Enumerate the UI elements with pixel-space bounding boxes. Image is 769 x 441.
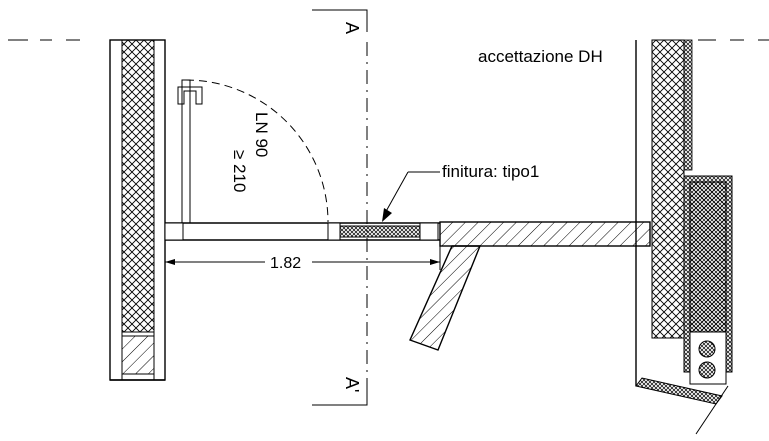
section-line: A A' <box>312 9 368 406</box>
door-height-label: ≥ 210 <box>230 150 249 192</box>
riser-column <box>683 175 733 385</box>
section-label-top: A <box>342 22 362 34</box>
dimension-label: 1.82 <box>270 255 301 272</box>
leader-bottom-right <box>695 385 729 435</box>
right-wall <box>635 39 723 405</box>
dimension-line: 1.82 <box>164 244 441 272</box>
floor-threshold <box>164 222 440 241</box>
section-label-bottom: A' <box>342 377 362 392</box>
counter <box>409 221 651 351</box>
room-label: accettazione DH <box>478 47 603 66</box>
finish-leader <box>382 171 440 222</box>
finish-label: finitura: tipo1 <box>442 162 539 181</box>
left-wall <box>109 39 166 381</box>
door-ln-label: LN 90 <box>252 112 271 157</box>
